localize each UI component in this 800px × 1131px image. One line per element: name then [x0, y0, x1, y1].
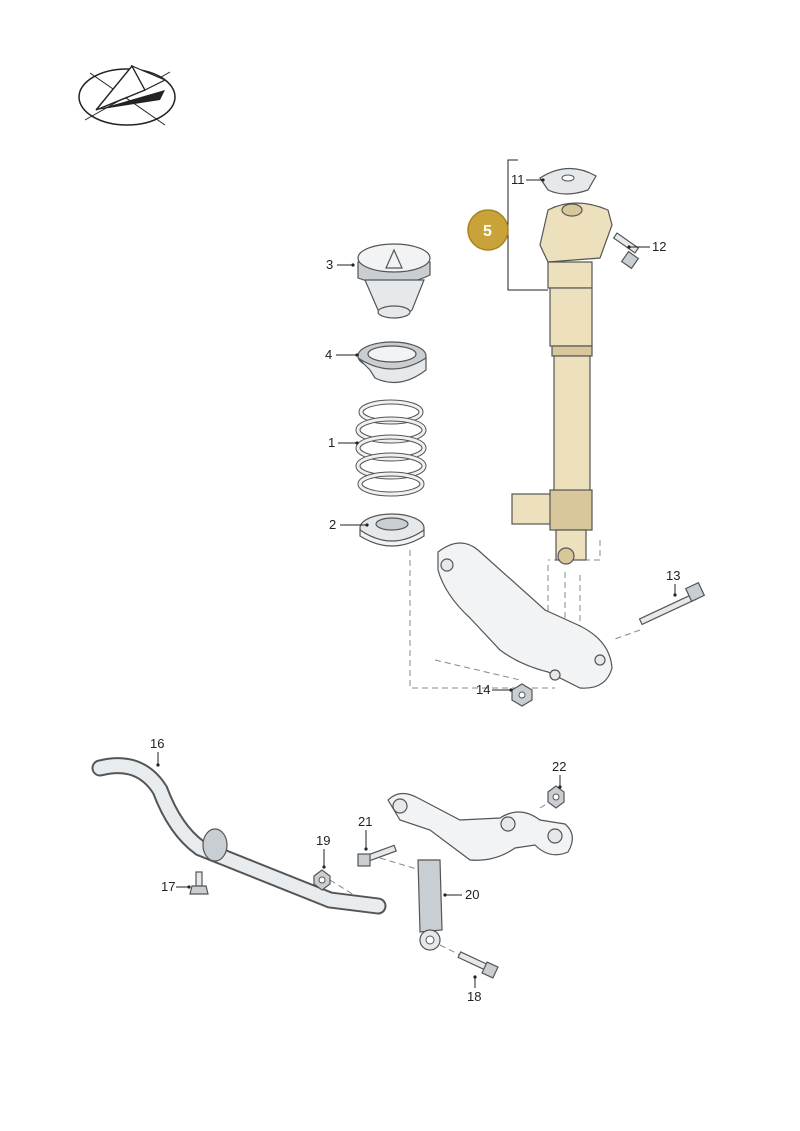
callout-2: 2 [329, 517, 369, 532]
svg-text:12: 12 [652, 239, 666, 254]
svg-text:20: 20 [465, 887, 479, 902]
callout-18: 18 [467, 975, 481, 1004]
callout-20: 20 [443, 887, 479, 902]
callout-22: 22 [552, 759, 566, 789]
part-19-nut [313, 869, 331, 891]
callout-14: 14 [476, 682, 513, 697]
part-22-nut [547, 785, 565, 809]
part-11-cover-cap [539, 167, 597, 195]
callout-5-badge: 5 [467, 209, 509, 251]
callout-4: 4 [325, 347, 359, 362]
callout-1: 1 [328, 435, 359, 450]
callout-12: 12 [627, 239, 666, 254]
svg-text:14: 14 [476, 682, 490, 697]
callout-21: 21 [358, 814, 372, 851]
svg-text:2: 2 [329, 517, 336, 532]
callout-19: 19 [316, 833, 330, 869]
part-12-bolt [612, 232, 640, 270]
part-21-bolt [357, 844, 397, 867]
transverse-link-arm [387, 792, 573, 861]
lower-control-arm [437, 542, 613, 689]
part-2-lower-spring-seat [359, 513, 425, 547]
svg-text:5: 5 [483, 223, 492, 240]
part-17-bolt [189, 871, 209, 895]
svg-text:21: 21 [358, 814, 372, 829]
svg-text:19: 19 [316, 833, 330, 848]
callout-17: 17 [161, 879, 191, 894]
rotation-direction-emblem-icon [78, 64, 176, 126]
part-13-long-bolt [638, 581, 706, 626]
svg-text:18: 18 [467, 989, 481, 1004]
part-16-stabilizer-bar [91, 757, 387, 915]
callout-3: 3 [326, 257, 355, 272]
svg-text:1: 1 [328, 435, 335, 450]
svg-text:3: 3 [326, 257, 333, 272]
svg-text:11: 11 [511, 172, 525, 187]
part-5-shock-absorber [511, 202, 613, 565]
part-4-upper-spring-seat [357, 341, 427, 384]
svg-text:16: 16 [150, 736, 164, 751]
part-20-coupling-rod [417, 859, 443, 951]
callout-11: 11 [511, 172, 545, 187]
svg-text:4: 4 [325, 347, 332, 362]
callout-13: 13 [666, 568, 680, 597]
svg-text:13: 13 [666, 568, 680, 583]
svg-text:22: 22 [552, 759, 566, 774]
part-18-bolt [457, 951, 499, 979]
part-1-coil-spring [355, 399, 427, 497]
callout-16: 16 [150, 736, 164, 767]
svg-text:17: 17 [161, 879, 175, 894]
part-14-nut [511, 683, 533, 707]
part-3-spring-top-mount [357, 243, 431, 319]
